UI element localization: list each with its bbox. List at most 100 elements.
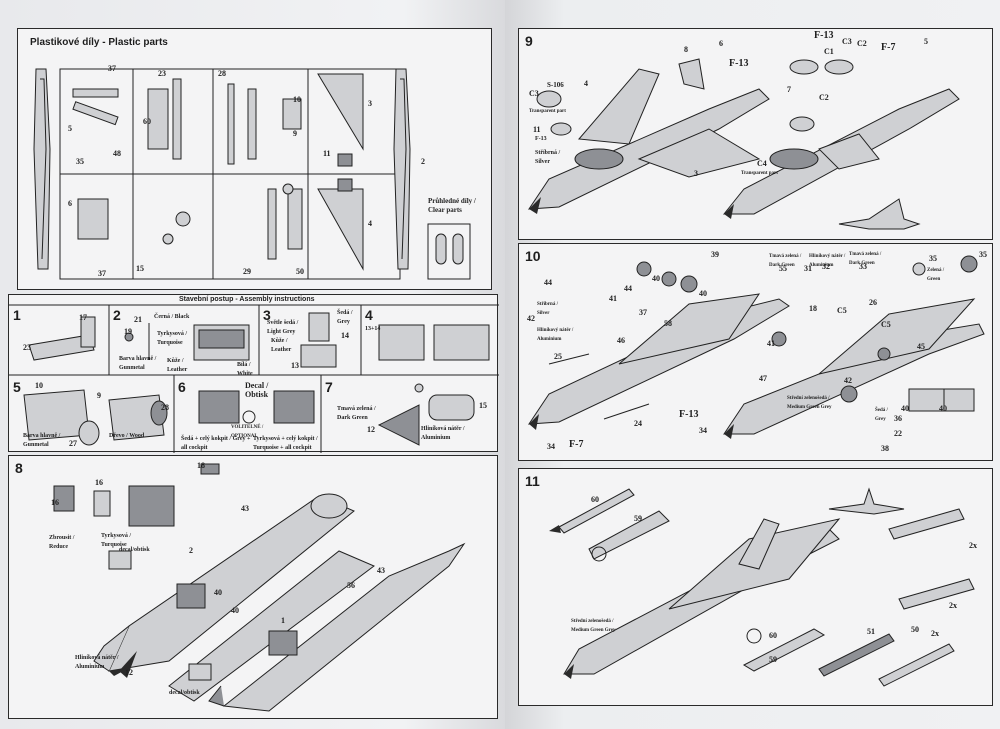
part-label: 37 <box>639 308 647 317</box>
color-label: Šedá / Grey <box>337 310 353 325</box>
decal-label: Decal / Obtisk <box>245 381 269 399</box>
color-label: Tyrkysová + celý kokpit / Turquoise + al… <box>253 436 318 451</box>
step-11-frame: 11 60 59 Střední zelenošedá / Medium Gre… <box>518 468 993 706</box>
part-label: 13+14 <box>365 326 381 332</box>
sprue-number: 60 <box>143 117 151 126</box>
part-label: 35 <box>929 254 937 263</box>
step-number: 11 <box>525 473 540 489</box>
part-label: 41 <box>609 294 617 303</box>
part-label: 1 <box>281 616 285 625</box>
part-label: 32 <box>822 262 830 271</box>
sprue-number: 23 <box>158 69 166 78</box>
part-label: 55 <box>779 264 787 273</box>
part-label: 56 <box>347 581 355 590</box>
part-label: 21 <box>134 315 142 324</box>
variant-label: F-13 <box>679 409 699 420</box>
step-number: 8 <box>15 460 23 476</box>
part-label: 47 <box>759 374 767 383</box>
part-label: 25 <box>554 352 562 361</box>
part-label: 2 <box>189 546 193 555</box>
part-label: C2 <box>857 39 867 48</box>
part-label: S-106 <box>547 81 564 89</box>
armament-drawing <box>549 487 975 687</box>
part-label: 40 <box>652 274 660 283</box>
part-label: 13 <box>291 361 299 370</box>
step-number: 10 <box>525 248 541 264</box>
variant-label: F-13 <box>814 30 834 41</box>
part-label: 24 <box>634 419 642 428</box>
color-label: Hliníková nátěr / Aluminium <box>75 655 119 670</box>
part-label: 59 <box>769 655 777 664</box>
part-label: C2 <box>819 93 829 102</box>
step-number: 7 <box>325 379 333 395</box>
part-label: 7 <box>787 85 791 94</box>
part-label: 14 <box>341 331 349 340</box>
part-label: 18 <box>809 304 817 313</box>
part-label: 10 <box>35 381 43 390</box>
color-label: Šedá + celý kokpit / Grey + all cockpit <box>181 436 251 451</box>
sprue-number: 48 <box>113 149 121 158</box>
part-label: 41 <box>767 339 775 348</box>
color-label: Světle šedá / Light Grey <box>267 320 299 335</box>
decal-label: decal/obtisk <box>169 690 200 696</box>
sprue-number: 15 <box>136 264 144 273</box>
color-label: Tyrkysová / Turquoise <box>157 331 188 346</box>
sprue-number: 9 <box>293 129 297 138</box>
assembly-frame: Stavební postup - Assembly instructions <box>8 294 499 453</box>
quantity-label: 2x <box>931 629 939 638</box>
part-label: 60 <box>591 495 599 504</box>
part-label: 12 <box>125 668 133 677</box>
part-label: 11 <box>533 125 541 134</box>
left-instruction-page: Plastikové díly - Plastic parts <box>0 0 505 729</box>
sprue-number: 10 <box>293 95 301 104</box>
sprue-number: 50 <box>296 267 304 276</box>
step-number: 6 <box>178 379 186 395</box>
assembly-grid <box>9 304 499 453</box>
canopy-wing-drawing <box>528 58 960 230</box>
step-number: 2 <box>113 307 121 323</box>
step-8-frame: 8 18 16 16 43 2 40 40 1 56 43 12 Zbrousi… <box>8 455 498 719</box>
color-label: Kůže / Leather <box>167 358 188 373</box>
variant-label: F-13 <box>729 58 749 69</box>
step-9-frame: 9 8 6 F-13 C3 C2 F-7 5 S-106 C3 Transpar… <box>518 28 993 240</box>
part-label: 22 <box>894 429 902 438</box>
variant-label: F-7 <box>569 439 584 450</box>
clear-parts-label: Průhledné díly / Clear parts <box>428 197 476 214</box>
color-label: Barva hlavně / Gunmetal <box>119 356 157 371</box>
sprue-number: 6 <box>68 199 72 208</box>
part-label: 45 <box>917 342 925 351</box>
color-label: Hliníková nátěr / Aluminium <box>421 426 465 441</box>
color-label: Tmavá zelená / Dark Green <box>769 254 802 268</box>
optional-label: VOLITELNÉ / OPTIONAL <box>231 425 264 439</box>
sprue-number: 29 <box>243 267 251 276</box>
color-label: Tmavá zelená / Dark Green <box>337 406 376 421</box>
color-label: Hliníkový nátěr / Aluminium <box>537 328 574 342</box>
step-number: 5 <box>13 379 21 395</box>
part-label: C4 <box>757 159 767 168</box>
part-label: 31 <box>804 264 812 273</box>
part-label: 34 <box>547 442 555 451</box>
part-label: 33 <box>859 262 867 271</box>
part-label: 18 <box>197 461 205 470</box>
color-label: Hliníkový nátěr / Aluminium <box>809 254 846 268</box>
quantity-label: 2x <box>969 541 977 550</box>
part-label: 4 <box>584 79 588 88</box>
part-label: 23 <box>23 343 31 352</box>
step-number: 3 <box>263 307 271 323</box>
part-label: 3 <box>694 169 698 178</box>
part-label: 6 <box>719 39 723 48</box>
part-label: C3 <box>529 89 539 98</box>
sprue-number: 5 <box>68 124 72 133</box>
part-label: C3 <box>842 37 852 46</box>
part-label: 15 <box>479 401 487 410</box>
part-label: 51 <box>867 627 875 636</box>
part-label: 42 <box>527 314 535 323</box>
part-label: 40 <box>699 289 707 298</box>
quantity-label: 2x <box>949 601 957 610</box>
step-10-frame: 10 39 44 44 41 40 40 42 37 58 46 25 24 3… <box>518 243 993 461</box>
step-number: 1 <box>13 307 21 323</box>
color-label: Šedá / Grey <box>875 408 888 422</box>
sprue-number: 37 <box>98 269 106 278</box>
color-label: Kůže / Leather <box>271 338 292 353</box>
sprue-drawing <box>33 68 471 280</box>
